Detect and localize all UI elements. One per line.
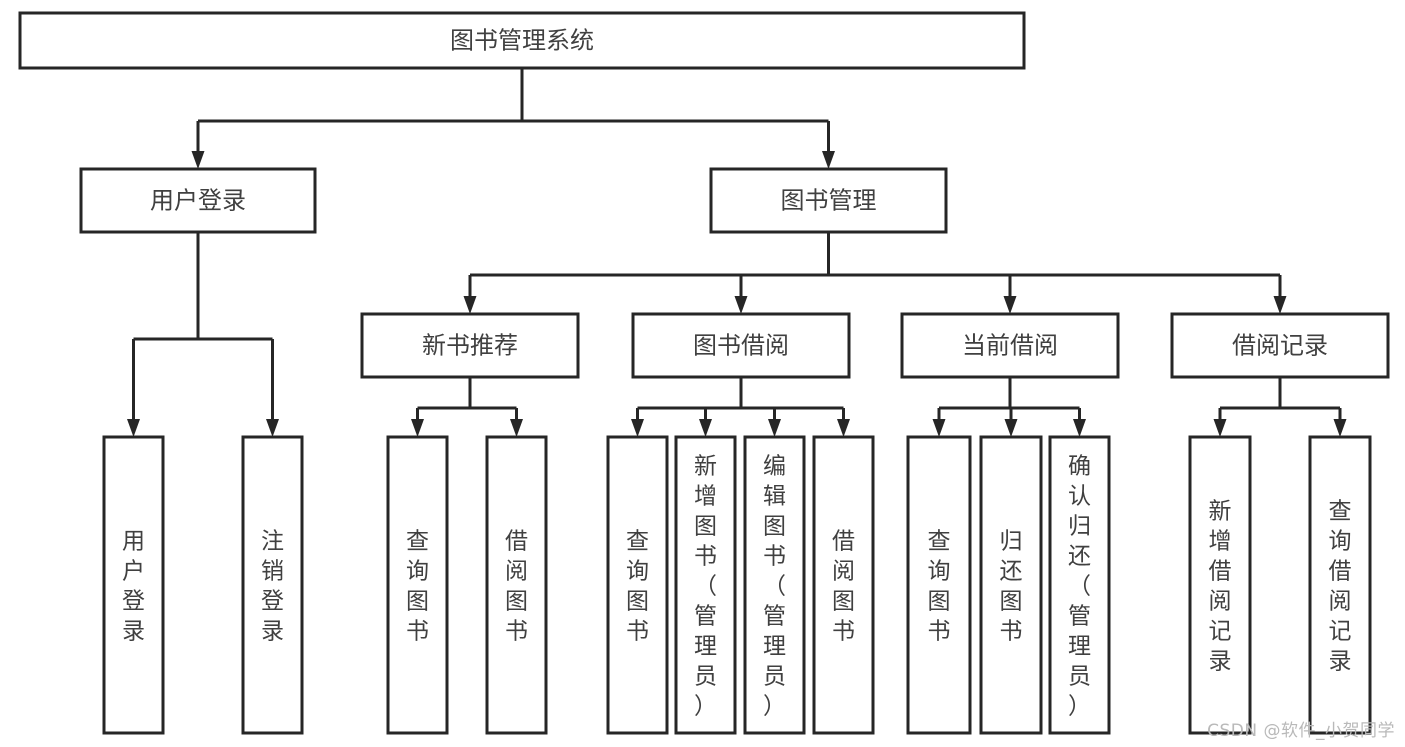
nodes-layer: 图书管理系统用户登录图书管理新书推荐图书借阅当前借阅借阅记录用户登录注销登录查询…: [18, 11, 1390, 735]
node-label: 用户登录: [122, 528, 145, 644]
node-box: [979, 435, 1043, 735]
node-l-c-return[interactable]: 归还图书: [979, 435, 1043, 735]
node-n-user-login[interactable]: 用户登录: [79, 167, 317, 234]
node-box: [360, 312, 580, 379]
node-l-r-add[interactable]: 新增借阅记录: [1188, 435, 1252, 735]
node-label: 借阅图书: [505, 528, 528, 644]
node-n-new-book[interactable]: 新书推荐: [360, 312, 580, 379]
node-l-b-add[interactable]: 新增图书（管理员）: [674, 435, 737, 735]
node-box: [18, 11, 1026, 70]
node-box: [485, 435, 548, 735]
node-label: 新增借阅记录: [1209, 498, 1232, 674]
node-label: 查询借阅记录: [1329, 498, 1352, 674]
node-n-book-mgmt[interactable]: 图书管理: [709, 167, 948, 234]
node-label: 编辑图书（管理员）: [763, 453, 786, 719]
node-n-current[interactable]: 当前借阅: [900, 312, 1120, 379]
node-box: [674, 435, 737, 735]
node-label: 借阅图书: [832, 528, 855, 644]
node-l-logout[interactable]: 注销登录: [241, 435, 304, 735]
node-label: 确认归还（管理员）: [1068, 453, 1091, 719]
node-label: 借阅记录: [1232, 332, 1328, 360]
node-label: 查询图书: [406, 528, 429, 644]
edges-layer: [127, 68, 1347, 437]
node-box: [1188, 435, 1252, 735]
node-label: 新增图书（管理员）: [694, 453, 717, 719]
node-box: [241, 435, 304, 735]
node-box: [1170, 312, 1390, 379]
node-box: [900, 312, 1120, 379]
node-box: [1308, 435, 1372, 735]
node-box: [743, 435, 806, 735]
node-box: [1048, 435, 1111, 735]
node-box: [709, 167, 948, 234]
node-label: 归还图书: [1000, 528, 1023, 644]
node-box: [812, 435, 875, 735]
node-label: 用户登录: [150, 187, 246, 215]
node-box: [79, 167, 317, 234]
node-label: 查询图书: [626, 528, 649, 644]
node-label: 图书借阅: [693, 332, 789, 360]
node-box: [606, 435, 669, 735]
node-label: 图书管理: [781, 187, 877, 215]
node-l-c-confirm[interactable]: 确认归还（管理员）: [1048, 435, 1111, 735]
node-n-borrow[interactable]: 图书借阅: [631, 312, 851, 379]
node-label: 注销登录: [261, 528, 284, 644]
node-l-r-query[interactable]: 查询借阅记录: [1308, 435, 1372, 735]
node-l-b-query[interactable]: 查询图书: [606, 435, 669, 735]
node-label: 查询图书: [928, 528, 951, 644]
node-l-user-login[interactable]: 用户登录: [102, 435, 165, 735]
node-label: 图书管理系统: [450, 27, 594, 55]
node-l-nb-borrow[interactable]: 借阅图书: [485, 435, 548, 735]
node-l-nb-query[interactable]: 查询图书: [386, 435, 449, 735]
node-l-b-borrow[interactable]: 借阅图书: [812, 435, 875, 735]
node-l-c-query[interactable]: 查询图书: [906, 435, 972, 735]
node-label: 新书推荐: [422, 332, 518, 360]
node-box: [906, 435, 972, 735]
node-box: [631, 312, 851, 379]
node-box: [102, 435, 165, 735]
node-root[interactable]: 图书管理系统: [18, 11, 1026, 70]
node-label: 当前借阅: [962, 332, 1058, 360]
node-box: [386, 435, 449, 735]
node-l-b-edit[interactable]: 编辑图书（管理员）: [743, 435, 806, 735]
node-n-record[interactable]: 借阅记录: [1170, 312, 1390, 379]
